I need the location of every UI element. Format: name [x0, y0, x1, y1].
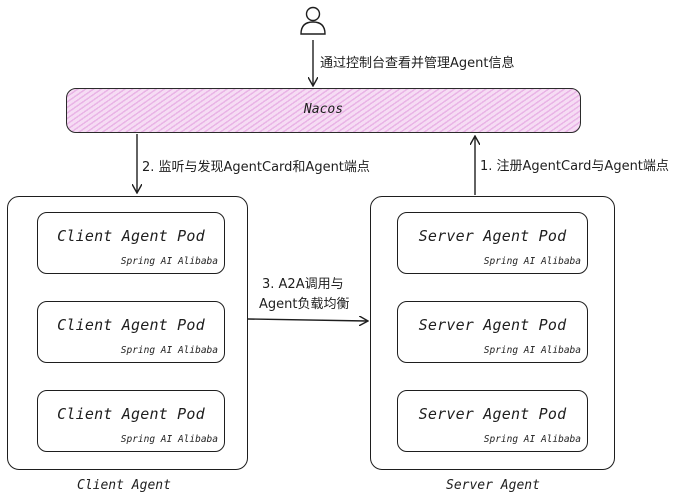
server-agent-group: Server Agent Pod Spring AI Alibaba Serve… [370, 196, 615, 470]
client-agent-pod: Client Agent Pod Spring AI Alibaba [37, 390, 225, 452]
client-agent-group: Client Agent Pod Spring AI Alibaba Clien… [7, 196, 248, 470]
arrow-client-to-server [247, 319, 367, 321]
pod-title: Client Agent Pod [57, 405, 205, 423]
user-icon [300, 6, 326, 35]
client-agent-pod: Client Agent Pod Spring AI Alibaba [37, 212, 225, 274]
pod-subtitle: Spring AI Alibaba [483, 434, 581, 445]
pod-subtitle: Spring AI Alibaba [120, 434, 218, 445]
nacos-label: Nacos [303, 102, 344, 117]
pod-title: Server Agent Pod [418, 227, 567, 245]
pod-title: Server Agent Pod [418, 316, 567, 334]
client-agent-group-label: Client Agent [77, 478, 171, 493]
edge-label-server-to-nacos: 1. 注册AgentCard与Agent端点 [480, 159, 669, 174]
pod-title: Client Agent Pod [57, 227, 205, 245]
edge-label-user-to-nacos: 通过控制台查看并管理Agent信息 [320, 56, 515, 71]
edge-label-client-to-server-line2: Agent负载均衡 [259, 297, 350, 312]
pod-title: Server Agent Pod [418, 405, 567, 423]
edge-label-nacos-to-client: 2. 监听与发现AgentCard和Agent端点 [142, 160, 370, 175]
edge-label-client-to-server-line1: 3. A2A调用与 [262, 277, 344, 292]
pod-subtitle: Spring AI Alibaba [120, 345, 218, 356]
nacos-registry: Nacos [66, 88, 581, 133]
server-agent-group-label: Server Agent [446, 478, 540, 493]
pod-subtitle: Spring AI Alibaba [483, 345, 581, 356]
pod-subtitle: Spring AI Alibaba [483, 256, 581, 267]
pod-subtitle: Spring AI Alibaba [120, 256, 218, 267]
pod-title: Client Agent Pod [57, 316, 205, 334]
client-agent-pod: Client Agent Pod Spring AI Alibaba [37, 301, 225, 363]
server-agent-pod: Server Agent Pod Spring AI Alibaba [397, 212, 588, 274]
server-agent-pod: Server Agent Pod Spring AI Alibaba [397, 301, 588, 363]
server-agent-pod: Server Agent Pod Spring AI Alibaba [397, 390, 588, 452]
